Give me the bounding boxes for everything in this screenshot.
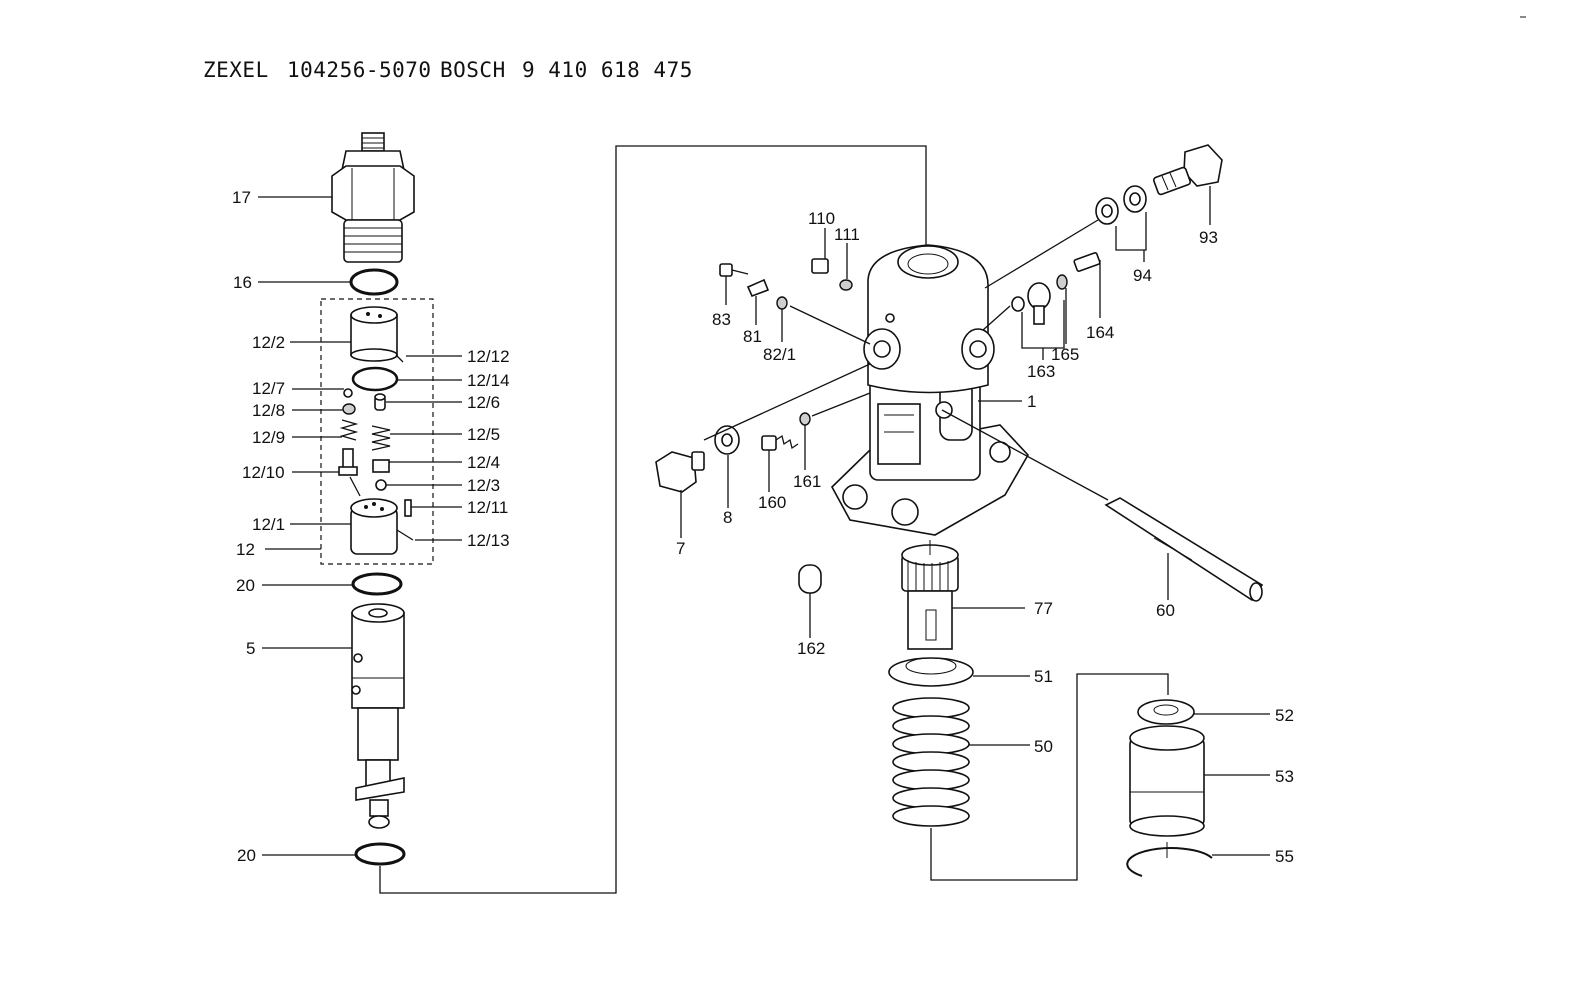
label-165: 165 xyxy=(1051,345,1079,364)
tappet-53 xyxy=(1129,725,1205,837)
label-53: 53 xyxy=(1275,767,1294,786)
label-7: 7 xyxy=(676,539,685,558)
label-50: 50 xyxy=(1034,737,1053,756)
label-5: 5 xyxy=(246,639,255,658)
label-111: 111 xyxy=(834,225,860,244)
header-brand1: ZEXEL xyxy=(203,58,269,82)
label-12-11: 12/11 xyxy=(467,498,508,517)
label-81: 81 xyxy=(743,327,762,346)
plunger-barrel-5 xyxy=(351,603,405,829)
control-rod-60 xyxy=(1104,497,1264,602)
label-12-14: 12/14 xyxy=(467,371,510,390)
header-part-number: 104256-5070 xyxy=(287,58,432,82)
label-12: 12 xyxy=(236,540,255,559)
label-12-1: 12/1 xyxy=(252,515,285,534)
pump-housing-1 xyxy=(831,244,1029,536)
delivery-valve-holder-17 xyxy=(331,132,415,263)
label-12-12: 12/12 xyxy=(467,347,510,366)
label-12-4: 12/4 xyxy=(467,453,500,472)
label-77: 77 xyxy=(1034,599,1053,618)
label-94: 94 xyxy=(1133,266,1152,285)
label-164: 164 xyxy=(1086,323,1114,342)
label-12-2: 12/2 xyxy=(252,333,285,352)
label-52: 52 xyxy=(1275,706,1294,725)
label-55: 55 xyxy=(1275,847,1294,866)
label-1: 1 xyxy=(1027,392,1036,411)
label-110: 110 xyxy=(808,209,835,228)
label-8: 8 xyxy=(723,508,732,527)
label-60: 60 xyxy=(1156,601,1175,620)
label-93: 93 xyxy=(1199,228,1218,247)
plunger-spring-50 xyxy=(892,697,970,827)
label-12-7: 12/7 xyxy=(252,379,285,398)
label-12-3: 12/3 xyxy=(467,476,500,495)
banjo-bolt-93 xyxy=(1152,144,1223,196)
header-bosch-number: 9 410 618 475 xyxy=(522,58,693,82)
header-brand2: BOSCH xyxy=(440,58,506,82)
label-162: 162 xyxy=(797,639,825,658)
label-12-6: 12/6 xyxy=(467,393,500,412)
assembly-12-boundary xyxy=(320,298,434,565)
label-161: 161 xyxy=(793,472,821,491)
label-12-10: 12/10 xyxy=(242,463,285,482)
label-160: 160 xyxy=(758,493,786,512)
label-16: 16 xyxy=(233,273,252,292)
control-sleeve-77 xyxy=(901,544,959,650)
label-12-8: 12/8 xyxy=(252,401,285,420)
label-20-top: 20 xyxy=(236,576,255,595)
label-163: 163 xyxy=(1027,362,1055,381)
label-12-13: 12/13 xyxy=(467,531,510,550)
label-17: 17 xyxy=(232,188,251,207)
label-12-5: 12/5 xyxy=(467,425,500,444)
label-51: 51 xyxy=(1034,667,1053,686)
label-20-bottom: 20 xyxy=(237,846,256,865)
label-82-1: 82/1 xyxy=(763,345,796,364)
label-83: 83 xyxy=(712,310,731,329)
label-12-9: 12/9 xyxy=(252,428,285,447)
